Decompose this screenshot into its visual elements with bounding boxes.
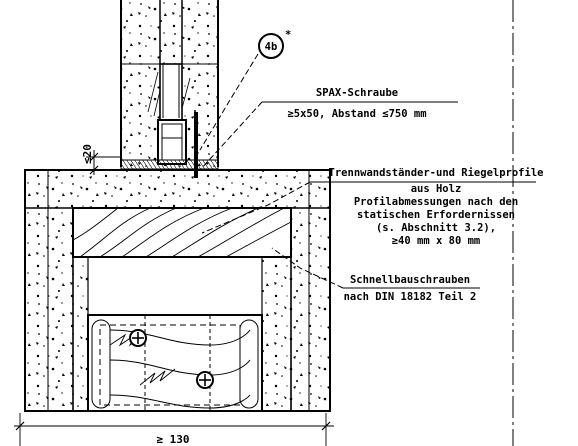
detail-marker-suffix: * bbox=[285, 29, 291, 41]
profile-label-line5: (s. Abschnitt 3.2), bbox=[376, 222, 496, 234]
profile-label-line1: Trennwandständer-und Riegelprofile bbox=[329, 167, 544, 179]
detail-marker-number: 4b bbox=[265, 41, 278, 53]
gap-dimension-label: ≤20 bbox=[81, 144, 94, 164]
fast-screws-line2: nach DIN 18182 Teil 2 bbox=[344, 291, 477, 303]
decoupling-strip bbox=[120, 159, 219, 170]
fast-screws-line1: Schnellbauschrauben bbox=[350, 274, 470, 286]
detail-marker: 4b * bbox=[258, 29, 291, 59]
width-dimension-label: ≥ 130 bbox=[156, 433, 189, 446]
wood-beam bbox=[72, 207, 292, 258]
upper-stud-profile bbox=[157, 63, 187, 165]
gap-dimension: ≤20 bbox=[81, 144, 121, 175]
profile-label-line2: aus Holz bbox=[411, 183, 462, 195]
width-dimension: ≥ 130 bbox=[14, 413, 334, 446]
drywall-screw-bottom bbox=[196, 371, 214, 389]
drywall-screw-top bbox=[129, 329, 147, 347]
spax-spec: ≥5x50, Abstand ≤750 mm bbox=[287, 108, 426, 120]
leader-lines bbox=[199, 53, 344, 289]
profile-label-line4: statischen Erfordernissen bbox=[357, 209, 515, 221]
profile-label-line6: ≥40 mm x 80 mm bbox=[392, 235, 481, 247]
profile-label-line3: Profilabmessungen nach den bbox=[354, 196, 518, 208]
spax-title: SPAX-Schraube bbox=[316, 87, 398, 99]
lower-cladding bbox=[24, 169, 331, 412]
lower-stud-profile bbox=[87, 314, 263, 412]
